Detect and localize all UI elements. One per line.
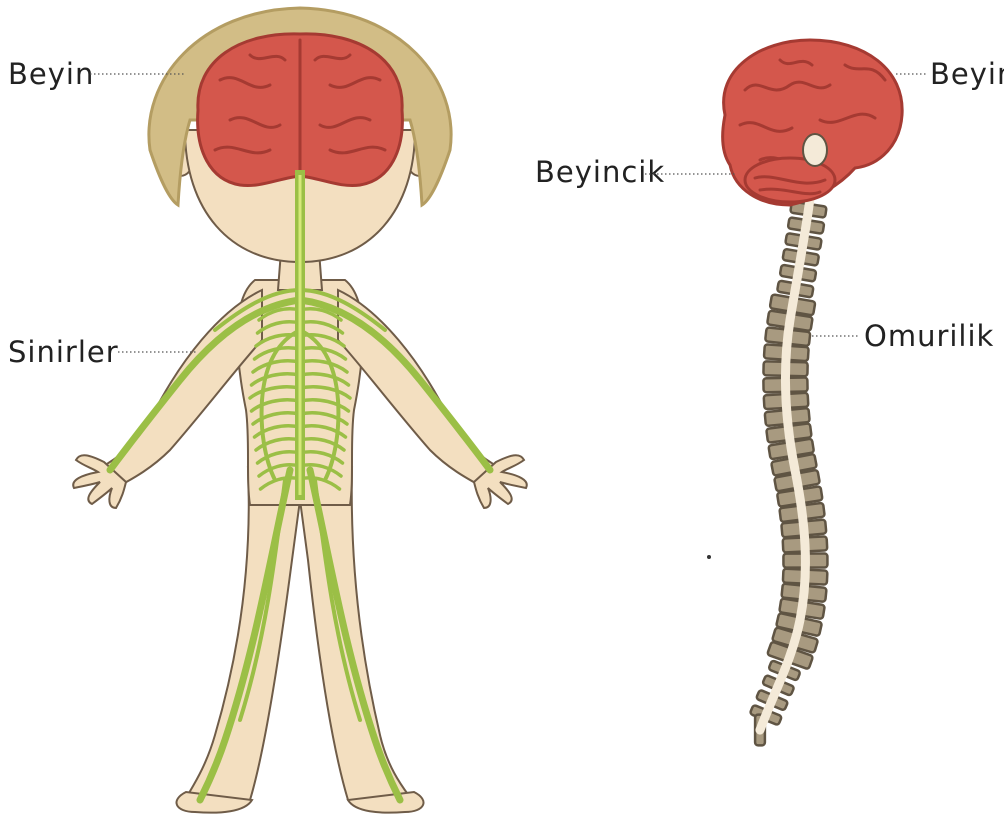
stray-dot [707,555,711,559]
label-spinal-cord: Omurilik [812,319,994,353]
child-feet [176,792,423,813]
label-cerebellum: Beyincik [535,155,735,189]
label-body-brain-text: Beyin [8,57,94,91]
side-brain [723,40,903,205]
brain-spine-figure [723,40,903,745]
child-figure [73,8,527,813]
label-nerves-text: Sinirler [8,335,119,369]
label-nerves: Sinirler [8,335,196,369]
child-brain [198,34,403,186]
label-cerebellum-text: Beyincik [535,155,665,189]
label-side-brain: Beyin [896,57,1004,91]
child-nerves [110,170,490,800]
label-spinal-cord-text: Omurilik [864,319,994,353]
label-side-brain-text: Beyin [930,57,1004,91]
brain-stem [803,134,827,166]
